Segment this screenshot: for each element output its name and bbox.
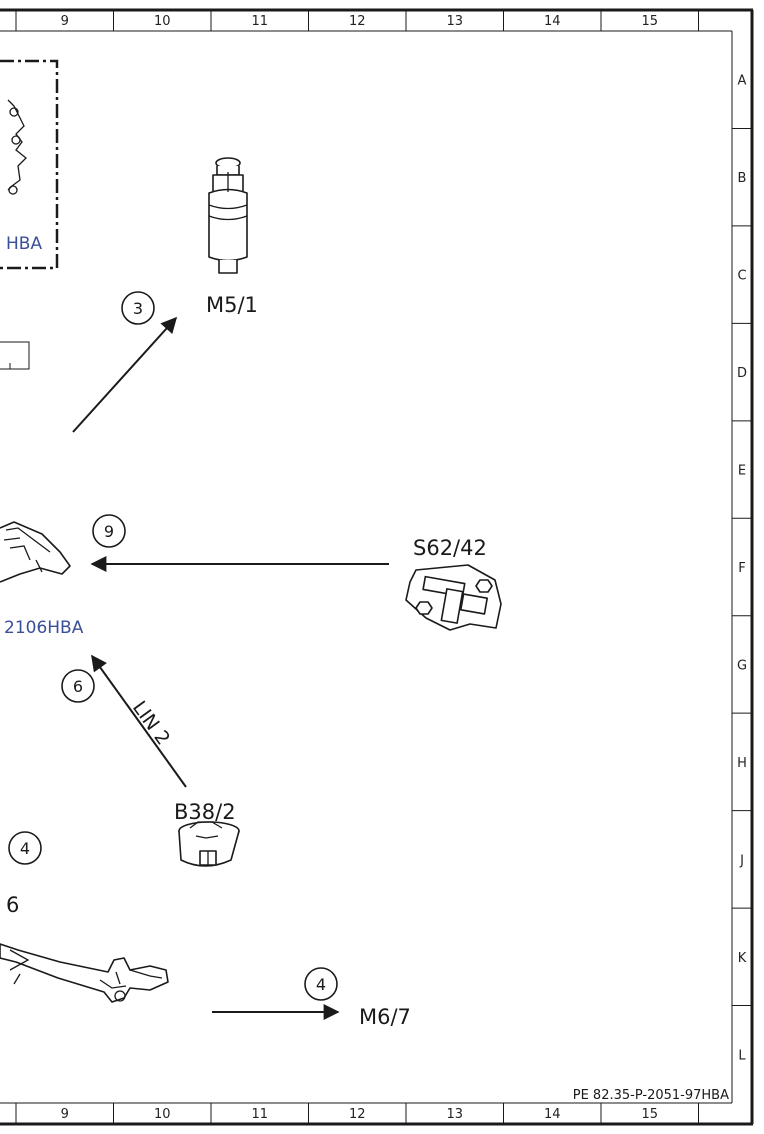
column-label: 13	[446, 1107, 463, 1122]
cutoff-small-box	[0, 341, 30, 370]
row-label: E	[738, 464, 746, 479]
doc-link-2106hba[interactable]: 2106HBA	[4, 618, 84, 638]
row-label: A	[738, 74, 747, 89]
component-label-b38-2: B38/2	[174, 800, 236, 824]
row-label: K	[738, 951, 747, 966]
column-label: 9	[61, 1107, 69, 1122]
component-b38-2-illustration	[178, 821, 240, 867]
wiper-linkage-illustration	[0, 943, 169, 1003]
row-label: C	[737, 269, 746, 284]
column-label: 13	[446, 14, 463, 29]
row-label: J	[739, 853, 744, 868]
svg-text:4: 4	[20, 839, 30, 858]
component-label-m5-1: M5/1	[206, 293, 258, 317]
svg-text:3: 3	[133, 299, 143, 318]
drawing-reference-code: PE 82.35-P-2051-97HBA	[573, 1088, 729, 1103]
column-label: 15	[641, 1107, 658, 1122]
lin-bus-arrow	[91, 654, 187, 788]
component-label-s62-42: S62/42	[413, 536, 487, 560]
cutoff-label-6: 6	[6, 893, 19, 917]
cutoff-control-unit	[0, 521, 71, 583]
column-label: 11	[251, 14, 268, 29]
component-label-m6-7: M6/7	[359, 1005, 411, 1029]
row-label: D	[737, 366, 747, 381]
circle-number-6: 6	[61, 669, 95, 703]
column-label: 15	[641, 14, 658, 29]
column-label: 14	[544, 14, 561, 29]
column-label: 10	[154, 1107, 171, 1122]
column-ruler-top: 9 10 11 12 13 14 15	[61, 10, 699, 31]
row-label: H	[737, 756, 747, 771]
row-label: L	[738, 1048, 746, 1063]
circle-number-4-right: 4	[304, 967, 338, 1001]
column-label: 12	[349, 14, 366, 29]
svg-text:6: 6	[73, 677, 83, 696]
circle-number-9: 9	[92, 514, 126, 548]
column-label: 11	[251, 1107, 268, 1122]
row-ruler-right: A B C D E F G H J K L	[732, 74, 752, 1063]
svg-text:4: 4	[316, 975, 326, 994]
row-label: B	[738, 171, 747, 186]
column-label: 12	[349, 1107, 366, 1122]
row-label: F	[738, 561, 745, 576]
column-label: 9	[61, 14, 69, 29]
connection-arrow-to-m5-1	[72, 316, 178, 433]
component-m5-1-illustration	[208, 157, 248, 274]
column-label: 14	[544, 1107, 561, 1122]
doc-link-hba[interactable]: HBA	[6, 234, 42, 254]
column-ruler-bottom: 9 10 11 12 13 14 15	[61, 1103, 699, 1124]
component-s62-42-illustration	[405, 564, 502, 631]
cutoff-detail-box: HBA	[0, 59, 59, 270]
svg-text:9: 9	[104, 522, 114, 541]
circle-number-3: 3	[121, 291, 155, 325]
circle-number-4-left: 4	[8, 831, 42, 865]
column-label: 10	[154, 14, 171, 29]
row-label: G	[737, 658, 747, 673]
